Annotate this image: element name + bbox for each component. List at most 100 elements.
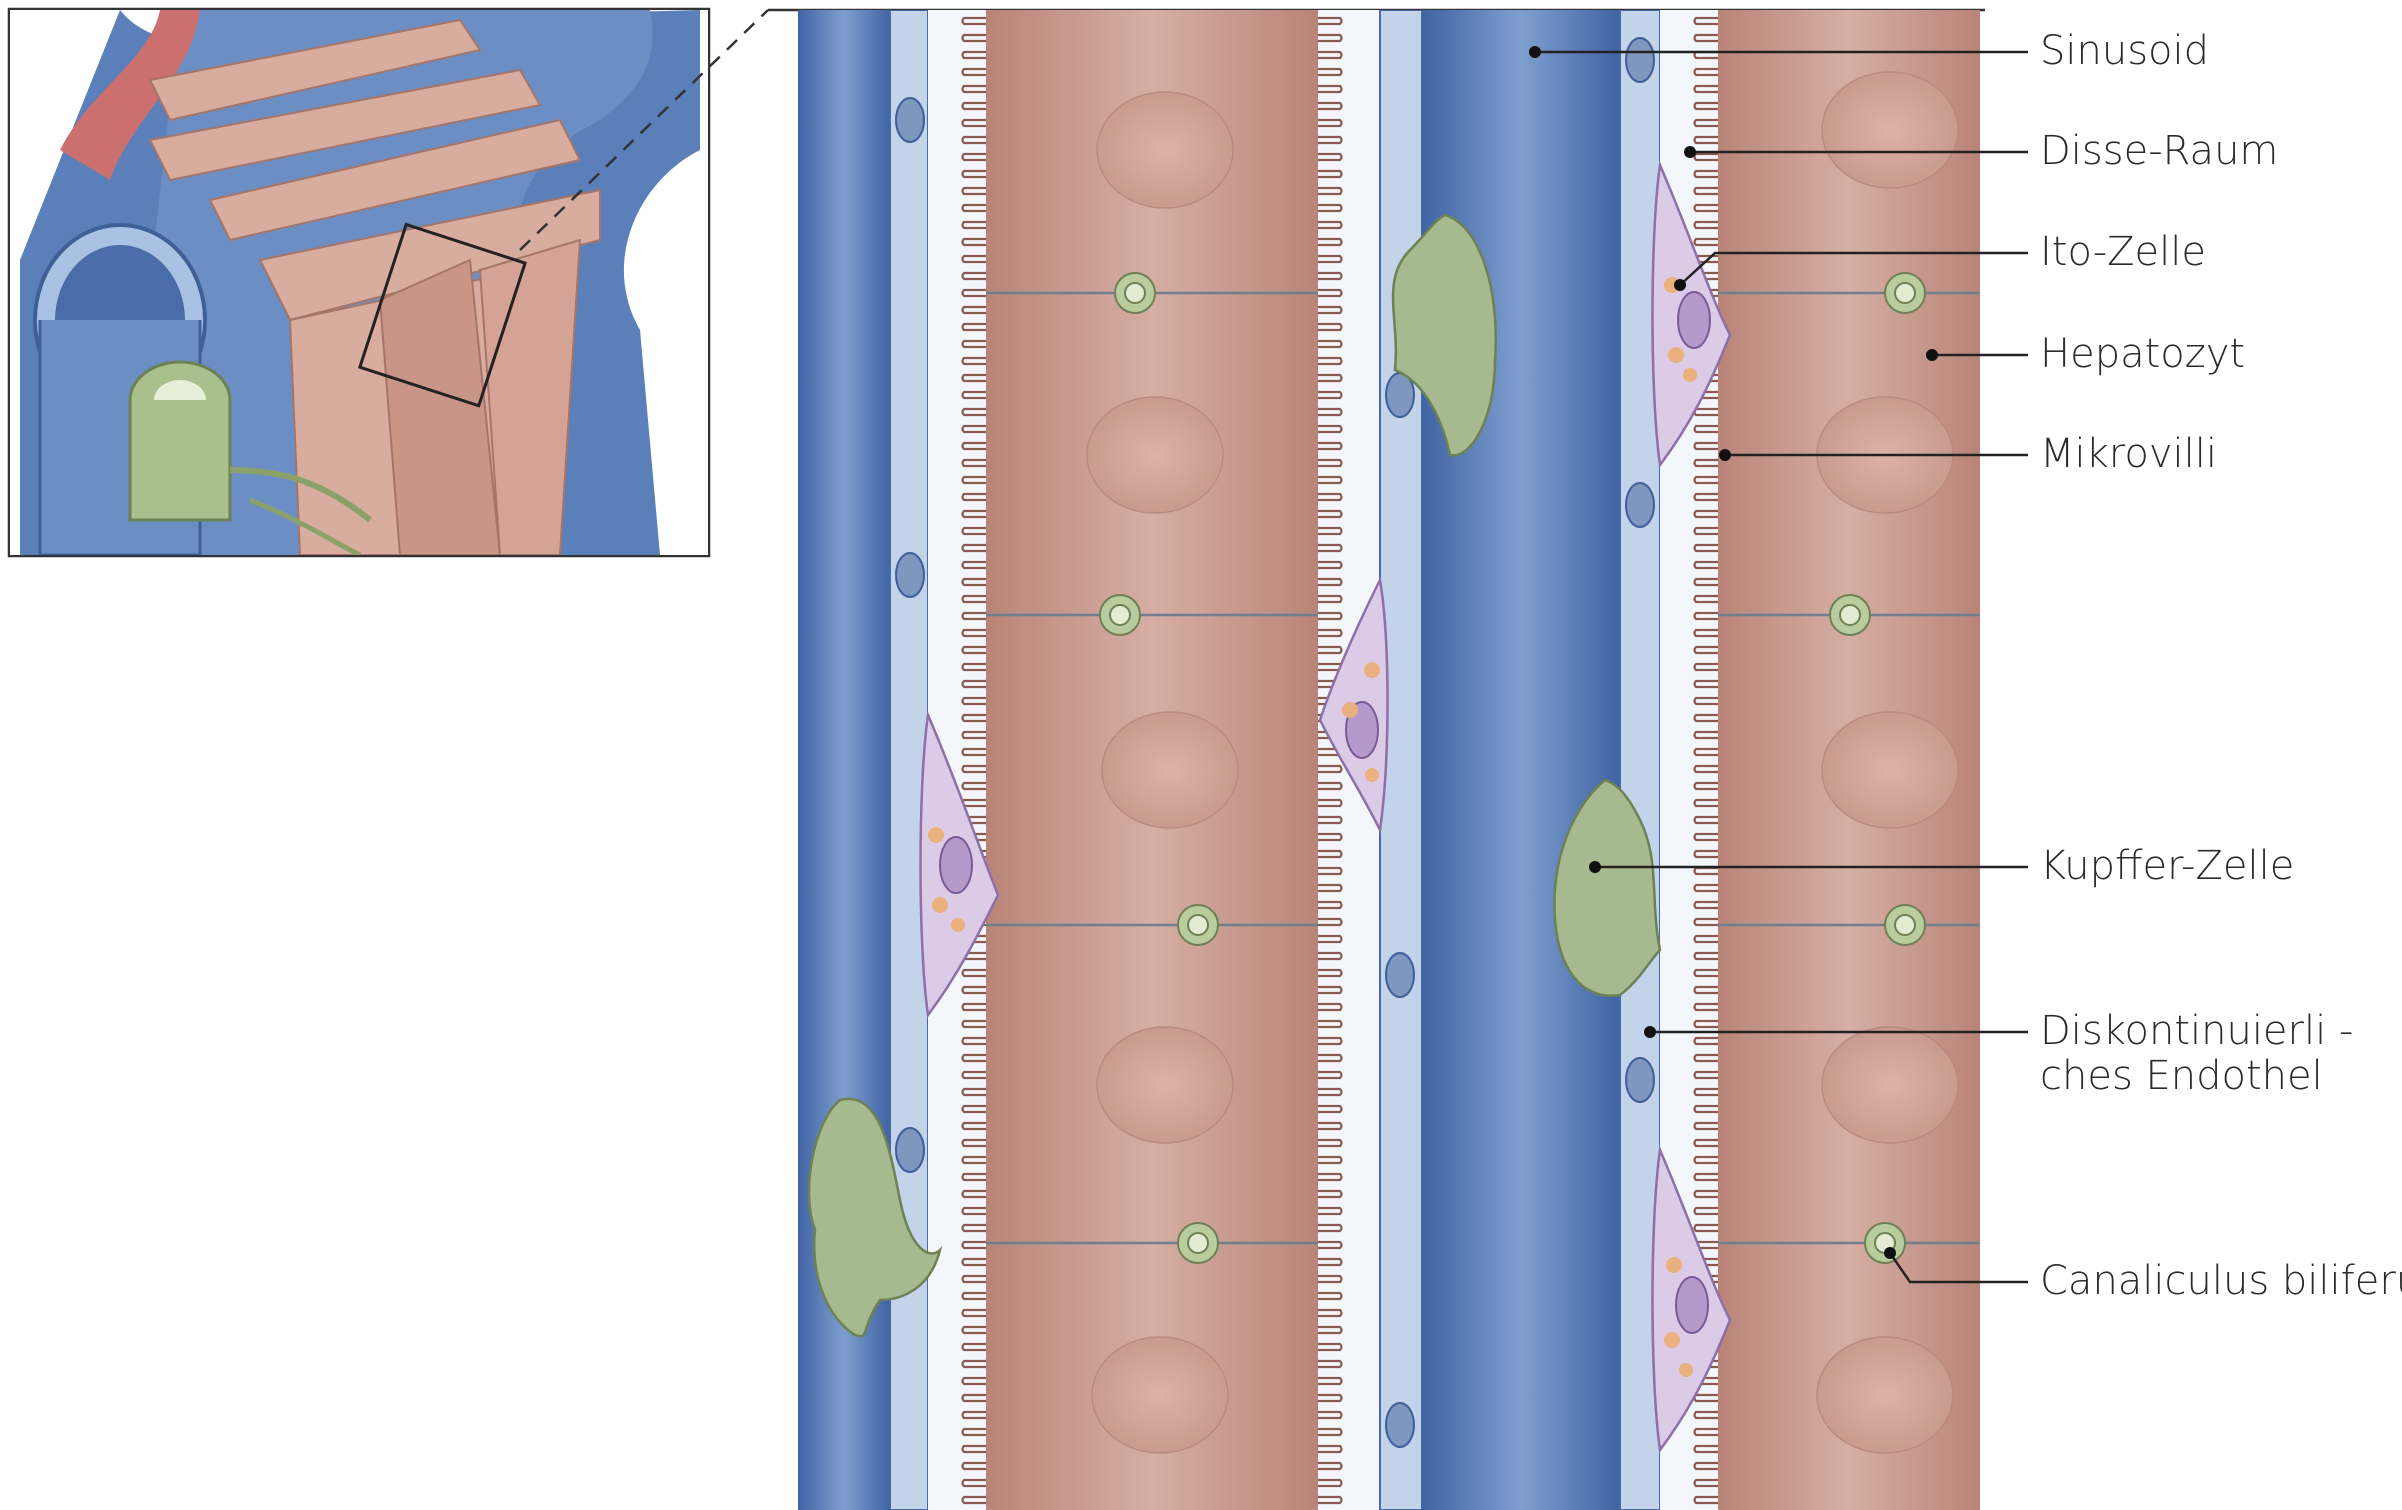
microvillus [1318, 1444, 1343, 1454]
microvillus [961, 985, 986, 995]
microvillus [961, 424, 986, 434]
microvillus [1318, 186, 1343, 196]
microvillus [961, 152, 986, 162]
microvillus [1318, 543, 1343, 553]
microvillus [1693, 1002, 1718, 1012]
microvillus [1318, 1206, 1343, 1216]
microvillus [1318, 1376, 1343, 1386]
label-disse-raum: Disse-Raum [2040, 128, 2278, 174]
microvillus [1693, 1087, 1718, 1097]
leader-lines [1529, 46, 2028, 1284]
microvillus [1693, 1410, 1718, 1420]
microvillus [1693, 1121, 1718, 1131]
microvillus [1693, 1223, 1718, 1233]
microvillus [1693, 849, 1718, 859]
microvillus [1318, 917, 1343, 927]
bile-canaliculi [1099, 272, 1926, 1264]
microvillus [1318, 883, 1343, 893]
microvillus [1693, 900, 1718, 910]
microvillus [961, 1461, 986, 1471]
microvillus [1693, 1053, 1718, 1063]
microvillus [961, 1342, 986, 1352]
microvillus [961, 16, 986, 26]
microvillus [1693, 67, 1718, 77]
microvillus [961, 747, 986, 757]
microvillus [961, 1138, 986, 1148]
microvillus [1693, 1138, 1718, 1148]
microvillus [1318, 832, 1343, 842]
microvillus [961, 1121, 986, 1131]
microvillus [1318, 849, 1343, 859]
microvillus [961, 322, 986, 332]
microvillus [1318, 424, 1343, 434]
label-mikrovilli: Mikrovilli [2040, 431, 2217, 477]
microvillus [1318, 1019, 1343, 1029]
microvillus [1318, 271, 1343, 281]
microvillus [961, 1495, 986, 1505]
microvillus [1693, 968, 1718, 978]
microvillus [961, 543, 986, 553]
microvillus [961, 730, 986, 740]
microvillus [1318, 1189, 1343, 1199]
ito-cells [919, 160, 1732, 1454]
microvillus [1318, 339, 1343, 349]
microvillus [961, 662, 986, 672]
microvillus [1318, 152, 1343, 162]
microvillus [961, 373, 986, 383]
microvillus [1693, 458, 1718, 468]
microvillus [1318, 1104, 1343, 1114]
label-hepatozyt: Hepatozyt [2040, 331, 2245, 377]
microvillus [961, 594, 986, 604]
microvillus [1318, 764, 1343, 774]
microvillus [1693, 1427, 1718, 1437]
microvillus [1318, 951, 1343, 961]
microvillus [1693, 475, 1718, 485]
endothel-nuclei [895, 37, 1655, 1448]
microvillus [1318, 1393, 1343, 1403]
microvillus [961, 696, 986, 706]
microvillus [1318, 237, 1343, 247]
microvillus [1693, 747, 1718, 757]
microvillus [1693, 560, 1718, 570]
microvillus [961, 1155, 986, 1165]
microvillus [1318, 1223, 1343, 1233]
microvillus [1693, 1155, 1718, 1165]
microvillus [1318, 968, 1343, 978]
magnified-view [798, 10, 1980, 1510]
microvillus [1318, 84, 1343, 94]
microvillus [961, 237, 986, 247]
microvillus [1693, 1019, 1718, 1029]
overview-inset [7, 7, 1985, 558]
microvillus [961, 407, 986, 417]
microvillus [1318, 985, 1343, 995]
microvillus [961, 135, 986, 145]
microvillus [1318, 900, 1343, 910]
microvillus [961, 1172, 986, 1182]
microvillus [961, 1359, 986, 1369]
microvillus [961, 1002, 986, 1012]
microvillus [1318, 611, 1343, 621]
microvillus [1318, 1087, 1343, 1097]
label-sinusoid: Sinusoid [2040, 28, 2209, 74]
microvillus [1318, 203, 1343, 213]
microvillus [1318, 866, 1343, 876]
microvillus [961, 288, 986, 298]
label-kupffer-zelle: Kupffer-Zelle [2040, 843, 2294, 889]
microvillus [1693, 764, 1718, 774]
microvillus [1693, 611, 1718, 621]
microvillus [961, 1223, 986, 1233]
microvillus [1318, 815, 1343, 825]
labels: Sinusoid Disse-Raum Ito-Zelle Hepatozyt … [2040, 28, 2402, 1304]
microvillus [961, 1036, 986, 1046]
microvillus [961, 67, 986, 77]
microvillus [1318, 322, 1343, 332]
microvillus [961, 1376, 986, 1386]
kupffer-cells [807, 213, 1662, 1338]
microvillus [1318, 1359, 1343, 1369]
microvillus [1693, 1104, 1718, 1114]
microvillus [961, 356, 986, 366]
microvillus [1318, 390, 1343, 400]
microvillus [1318, 1121, 1343, 1131]
microvillus [1693, 186, 1718, 196]
microvillus [1693, 118, 1718, 128]
